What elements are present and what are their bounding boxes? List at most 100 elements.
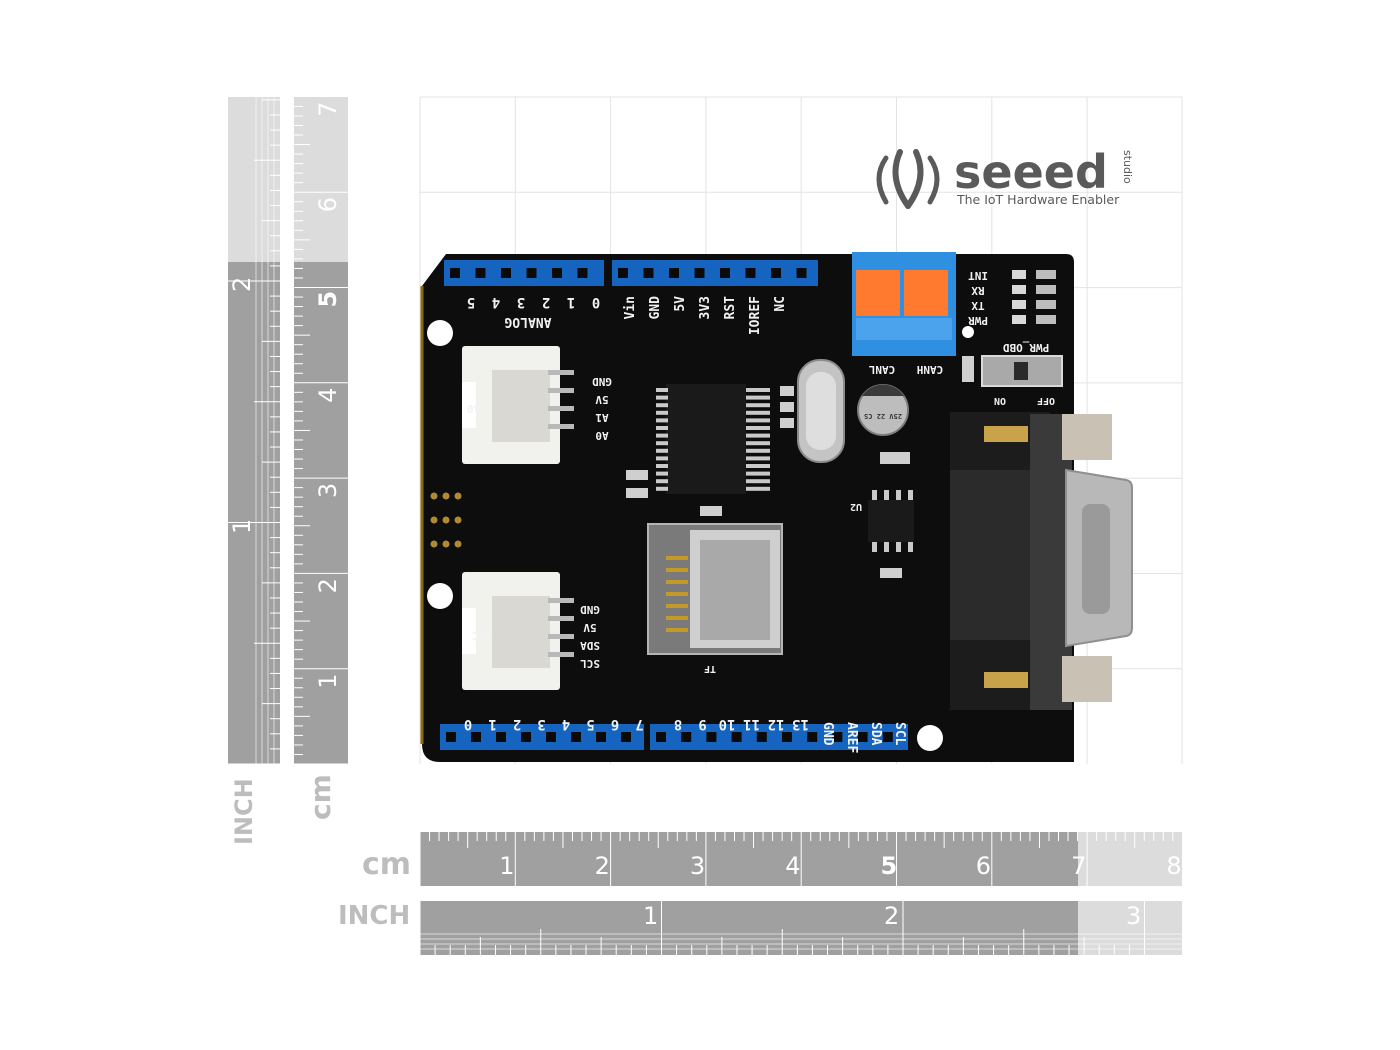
led-label: TX xyxy=(971,299,985,312)
vertical-cm-number: 4 xyxy=(314,388,342,403)
grove-a0-pin-label: GND xyxy=(592,375,612,388)
seeed-logo-icon xyxy=(876,149,940,209)
can-terminal-button[interactable] xyxy=(904,270,948,316)
power-switch[interactable] xyxy=(981,355,1063,387)
digital-pin-label: 9 xyxy=(698,716,706,732)
sd-label: TF xyxy=(704,663,716,674)
header-pin-hole xyxy=(446,732,456,742)
horizontal-cm-number: 4 xyxy=(785,852,800,880)
header-pin-hole xyxy=(832,732,843,742)
vertical-inch-unit-label: INCH xyxy=(230,778,258,845)
header-pin-hole xyxy=(552,268,562,278)
electrolytic-capacitor xyxy=(857,384,909,436)
horizontal-cm-number: 8 xyxy=(1166,852,1181,880)
chip-u1 xyxy=(656,384,770,494)
seeed-logo: seeed studio The IoT Hardware Enabler xyxy=(876,145,1134,209)
brand-suffix: studio xyxy=(1121,150,1134,184)
header-pin-hole xyxy=(643,268,654,278)
header-pin-hole xyxy=(731,732,742,742)
can-label: CANL xyxy=(868,363,895,376)
digital-pin-label: 13 xyxy=(792,716,809,732)
horizontal-inch-number-2: 2 xyxy=(884,902,899,930)
vertical-cm-number: 1 xyxy=(314,673,342,688)
horizontal-inch-ruler: 1 2 3 xyxy=(419,901,1182,955)
pwr-obd-label: PWR_OBD xyxy=(1002,341,1049,354)
horizontal-inch-unit-label: INCH xyxy=(338,901,410,931)
capacitor-label: 25V 22 CS xyxy=(864,412,902,420)
microsd-slot xyxy=(647,523,783,655)
analog-pin-label: 2 xyxy=(542,294,550,310)
header-pin-hole xyxy=(745,268,756,278)
power-pin-label: GND xyxy=(648,296,663,320)
header-pin-hole xyxy=(450,268,460,278)
horizontal-inch-number-3: 3 xyxy=(1126,902,1141,930)
can-terminal-button[interactable] xyxy=(856,270,900,316)
header-pin-hole xyxy=(669,268,679,278)
can-label: CANH xyxy=(917,363,944,376)
header-pin-hole xyxy=(521,732,531,742)
db9-connector xyxy=(950,412,1133,710)
grove-a0-pin-label: 5V xyxy=(595,393,609,406)
header-pin-hole xyxy=(782,732,792,742)
icsp-pins xyxy=(430,492,462,548)
switch-off-label: OFF xyxy=(1037,395,1055,406)
header-pin-hole xyxy=(771,268,781,278)
brand-name: seeed xyxy=(954,145,1108,199)
led xyxy=(1012,270,1026,279)
horizontal-cm-number: 3 xyxy=(690,852,705,880)
power-pin-label: 3V3 xyxy=(698,296,713,319)
header-pin-hole xyxy=(621,732,631,742)
led-label: RX xyxy=(971,284,985,297)
horizontal-cm-number: 6 xyxy=(976,852,991,880)
header-pin-hole xyxy=(526,268,537,278)
brand-tagline: The IoT Hardware Enabler xyxy=(956,192,1120,207)
grove-connector-i2c xyxy=(462,572,574,690)
header-pin-hole xyxy=(796,268,807,278)
digital-pin-label: 6 xyxy=(611,716,619,732)
analog-pin-label: 5 xyxy=(467,294,475,310)
grove-a0-pin-label: A1 xyxy=(595,411,609,424)
header-pin-hole xyxy=(577,268,588,278)
digital-extra-label: AREF xyxy=(844,722,859,753)
horizontal-cm-number: 7 xyxy=(1071,852,1086,880)
screw-icon xyxy=(984,426,1028,442)
digital-pin-label: 3 xyxy=(537,716,545,732)
grove-connector-a0 xyxy=(462,346,574,464)
digital-pin-label: 0 xyxy=(464,716,472,732)
smd-components xyxy=(626,356,974,578)
header-pin-hole xyxy=(571,732,581,742)
header-pin-hole xyxy=(501,268,511,278)
grove-i2c-pin-label: 5V xyxy=(583,621,597,634)
digital-pin-label: 5 xyxy=(586,716,594,732)
analog-title: ANALOG xyxy=(504,314,551,329)
analog-pin-label: 4 xyxy=(492,294,500,310)
vertical-inch-ruler: 1 2 xyxy=(228,97,280,765)
header-pin-hole xyxy=(475,268,486,278)
power-pin-label: IOREF xyxy=(748,296,763,335)
grove-i2c-title: I2C xyxy=(472,629,492,642)
digital-pin-label: 2 xyxy=(513,716,521,732)
grove-a0-pin-label: A0 xyxy=(595,429,608,442)
horizontal-cm-unit-label: cm xyxy=(362,847,411,882)
header-pin-hole xyxy=(596,732,606,742)
vertical-cm-number: 7 xyxy=(314,102,342,117)
can-terminal-block xyxy=(852,252,956,356)
horizontal-inch-number-1: 1 xyxy=(643,902,658,930)
screw-icon xyxy=(984,672,1028,688)
vertical-inch-number-1: 1 xyxy=(228,519,256,534)
analog-pin-label: 0 xyxy=(592,294,600,310)
header-pin-hole xyxy=(656,732,666,742)
digital-pin-label: 8 xyxy=(674,716,682,732)
header-pin-hole xyxy=(807,732,818,742)
digital-pin-label: 7 xyxy=(635,716,643,732)
vertical-cm-number: 6 xyxy=(314,197,342,212)
digital-pin-label: 10 xyxy=(719,716,736,732)
digital-pin-label: 4 xyxy=(562,716,570,732)
digital-header-low xyxy=(440,724,644,750)
led xyxy=(1012,285,1026,294)
vertical-cm-number: 5 xyxy=(314,291,342,308)
header-pin-hole xyxy=(496,732,506,742)
